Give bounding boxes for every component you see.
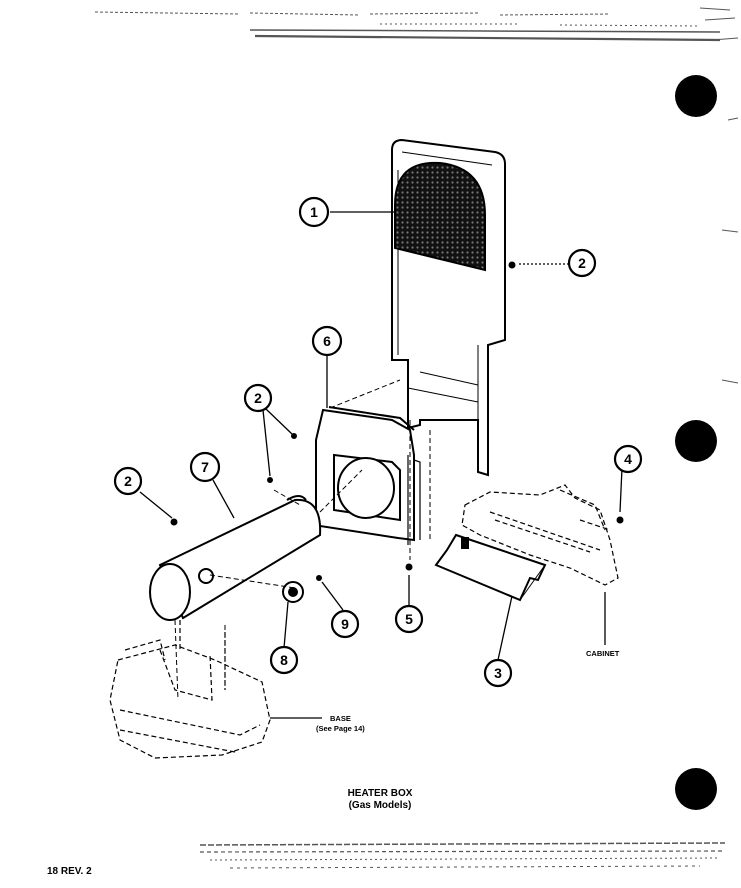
callout-5: 5 — [394, 604, 424, 634]
diagram-title: HEATER BOX (Gas Models) — [300, 788, 460, 812]
binder-hole-2 — [675, 420, 717, 462]
callout-1: 1 — [298, 196, 330, 228]
cabinet-outline — [461, 484, 619, 586]
svg-text:2: 2 — [124, 473, 132, 489]
binder-hole-1 — [675, 75, 717, 117]
svg-text:1: 1 — [310, 204, 318, 220]
label-base-note: (See Page 14) — [316, 724, 365, 733]
svg-text:7: 7 — [201, 459, 209, 475]
callout-9: 9 — [330, 609, 360, 639]
callout-7: 7 — [189, 451, 221, 483]
svg-text:2: 2 — [578, 255, 586, 271]
leader-lines — [139, 211, 623, 719]
assembly-lines — [174, 379, 431, 701]
screws — [170, 261, 624, 581]
title-line-1: HEATER BOX — [347, 788, 413, 799]
combustion-tube — [149, 495, 322, 621]
svg-text:6: 6 — [323, 333, 331, 349]
label-cabinet: CABINET — [586, 649, 620, 658]
callout-2c: 2 — [113, 466, 143, 496]
heat-shield-grille — [394, 161, 486, 272]
svg-text:4: 4 — [624, 451, 632, 467]
callout-3: 3 — [483, 658, 513, 688]
callout-2b: 2 — [243, 383, 273, 413]
callout-8: 8 — [269, 645, 299, 675]
svg-text:2: 2 — [254, 390, 262, 406]
callout-6: 6 — [311, 325, 343, 357]
binder-hole-3 — [675, 768, 717, 810]
title-line-2: (Gas Models) — [348, 800, 412, 811]
mounting-bracket — [434, 533, 547, 602]
svg-text:3: 3 — [494, 665, 502, 681]
svg-text:5: 5 — [405, 611, 413, 627]
callout-4: 4 — [613, 444, 643, 474]
svg-text:8: 8 — [280, 652, 288, 668]
base-outline — [109, 620, 271, 759]
heater-box-housing — [315, 406, 421, 545]
label-base: BASE — [330, 714, 351, 723]
svg-text:9: 9 — [341, 616, 349, 632]
page-number: 18 REV. 2 — [47, 866, 92, 877]
callout-2a: 2 — [567, 248, 597, 278]
flame-sensor — [282, 581, 304, 603]
